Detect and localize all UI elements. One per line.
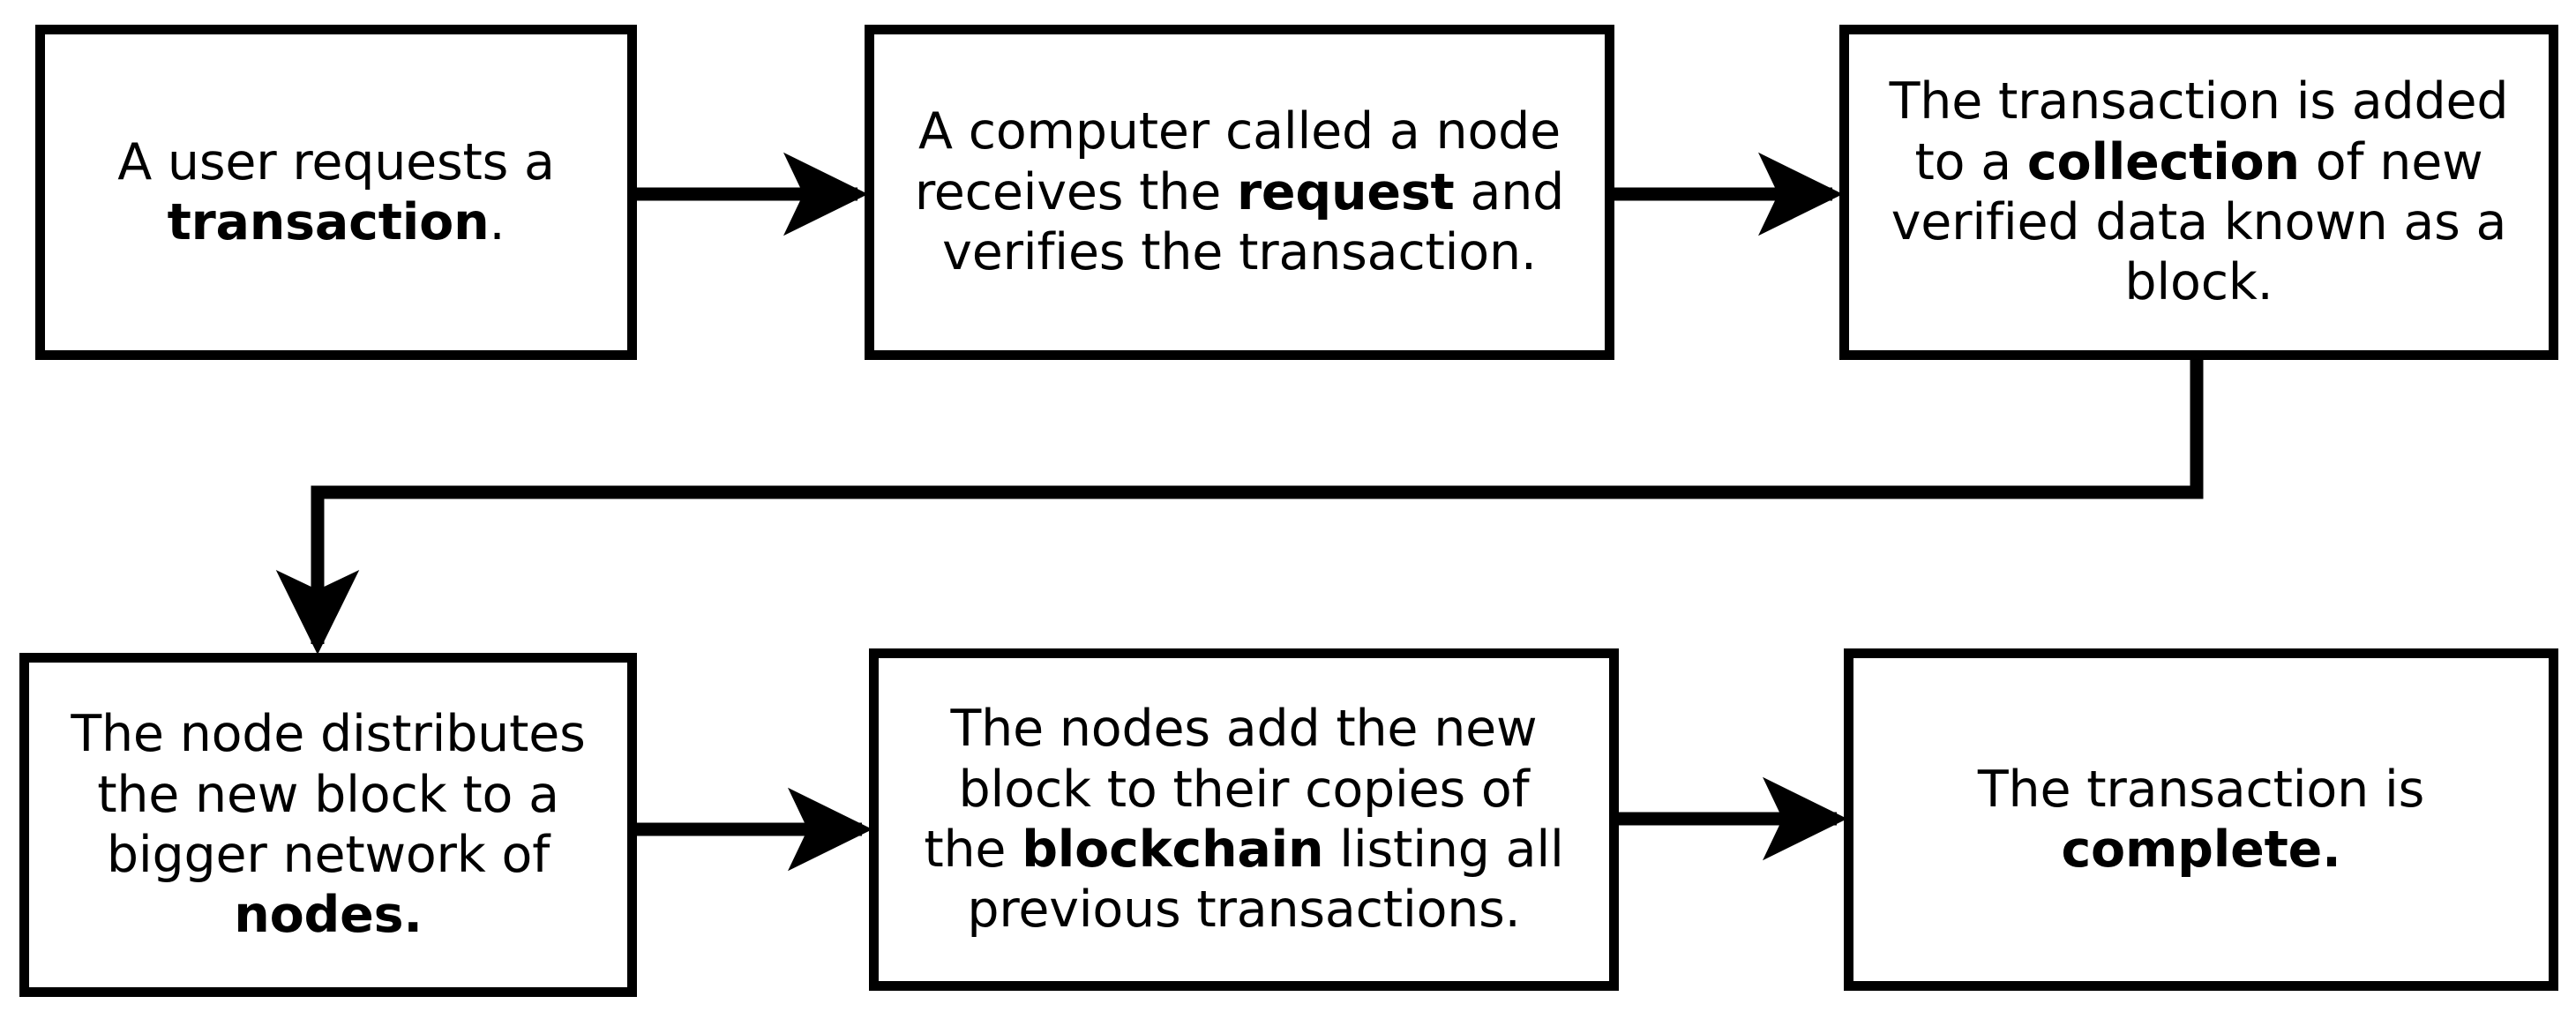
- process-box-step-3: The transaction is added to a collection…: [1839, 25, 2558, 360]
- process-box-step-5-label: The nodes add the new block to their cop…: [924, 700, 1564, 940]
- process-box-step-6-label: The transaction is complete.: [1977, 760, 2425, 879]
- arrow-step3-to-step4: [275, 360, 2204, 656]
- process-box-step-6: The transaction is complete.: [1844, 648, 2558, 991]
- process-box-step-4-label: The node distributes the new block to a …: [71, 705, 586, 945]
- process-box-step-2: A computer called a node receives the re…: [865, 25, 1614, 360]
- process-box-step-1: A user requests a transaction.: [35, 25, 637, 360]
- process-box-step-5: The nodes add the new block to their cop…: [869, 648, 1619, 991]
- process-box-step-1-label: A user requests a transaction.: [117, 132, 555, 251]
- process-box-step-2-label: A computer called a node receives the re…: [914, 102, 1565, 282]
- process-box-step-3-label: The transaction is added to a collection…: [1889, 72, 2509, 312]
- process-box-step-4: The node distributes the new block to a …: [19, 653, 637, 997]
